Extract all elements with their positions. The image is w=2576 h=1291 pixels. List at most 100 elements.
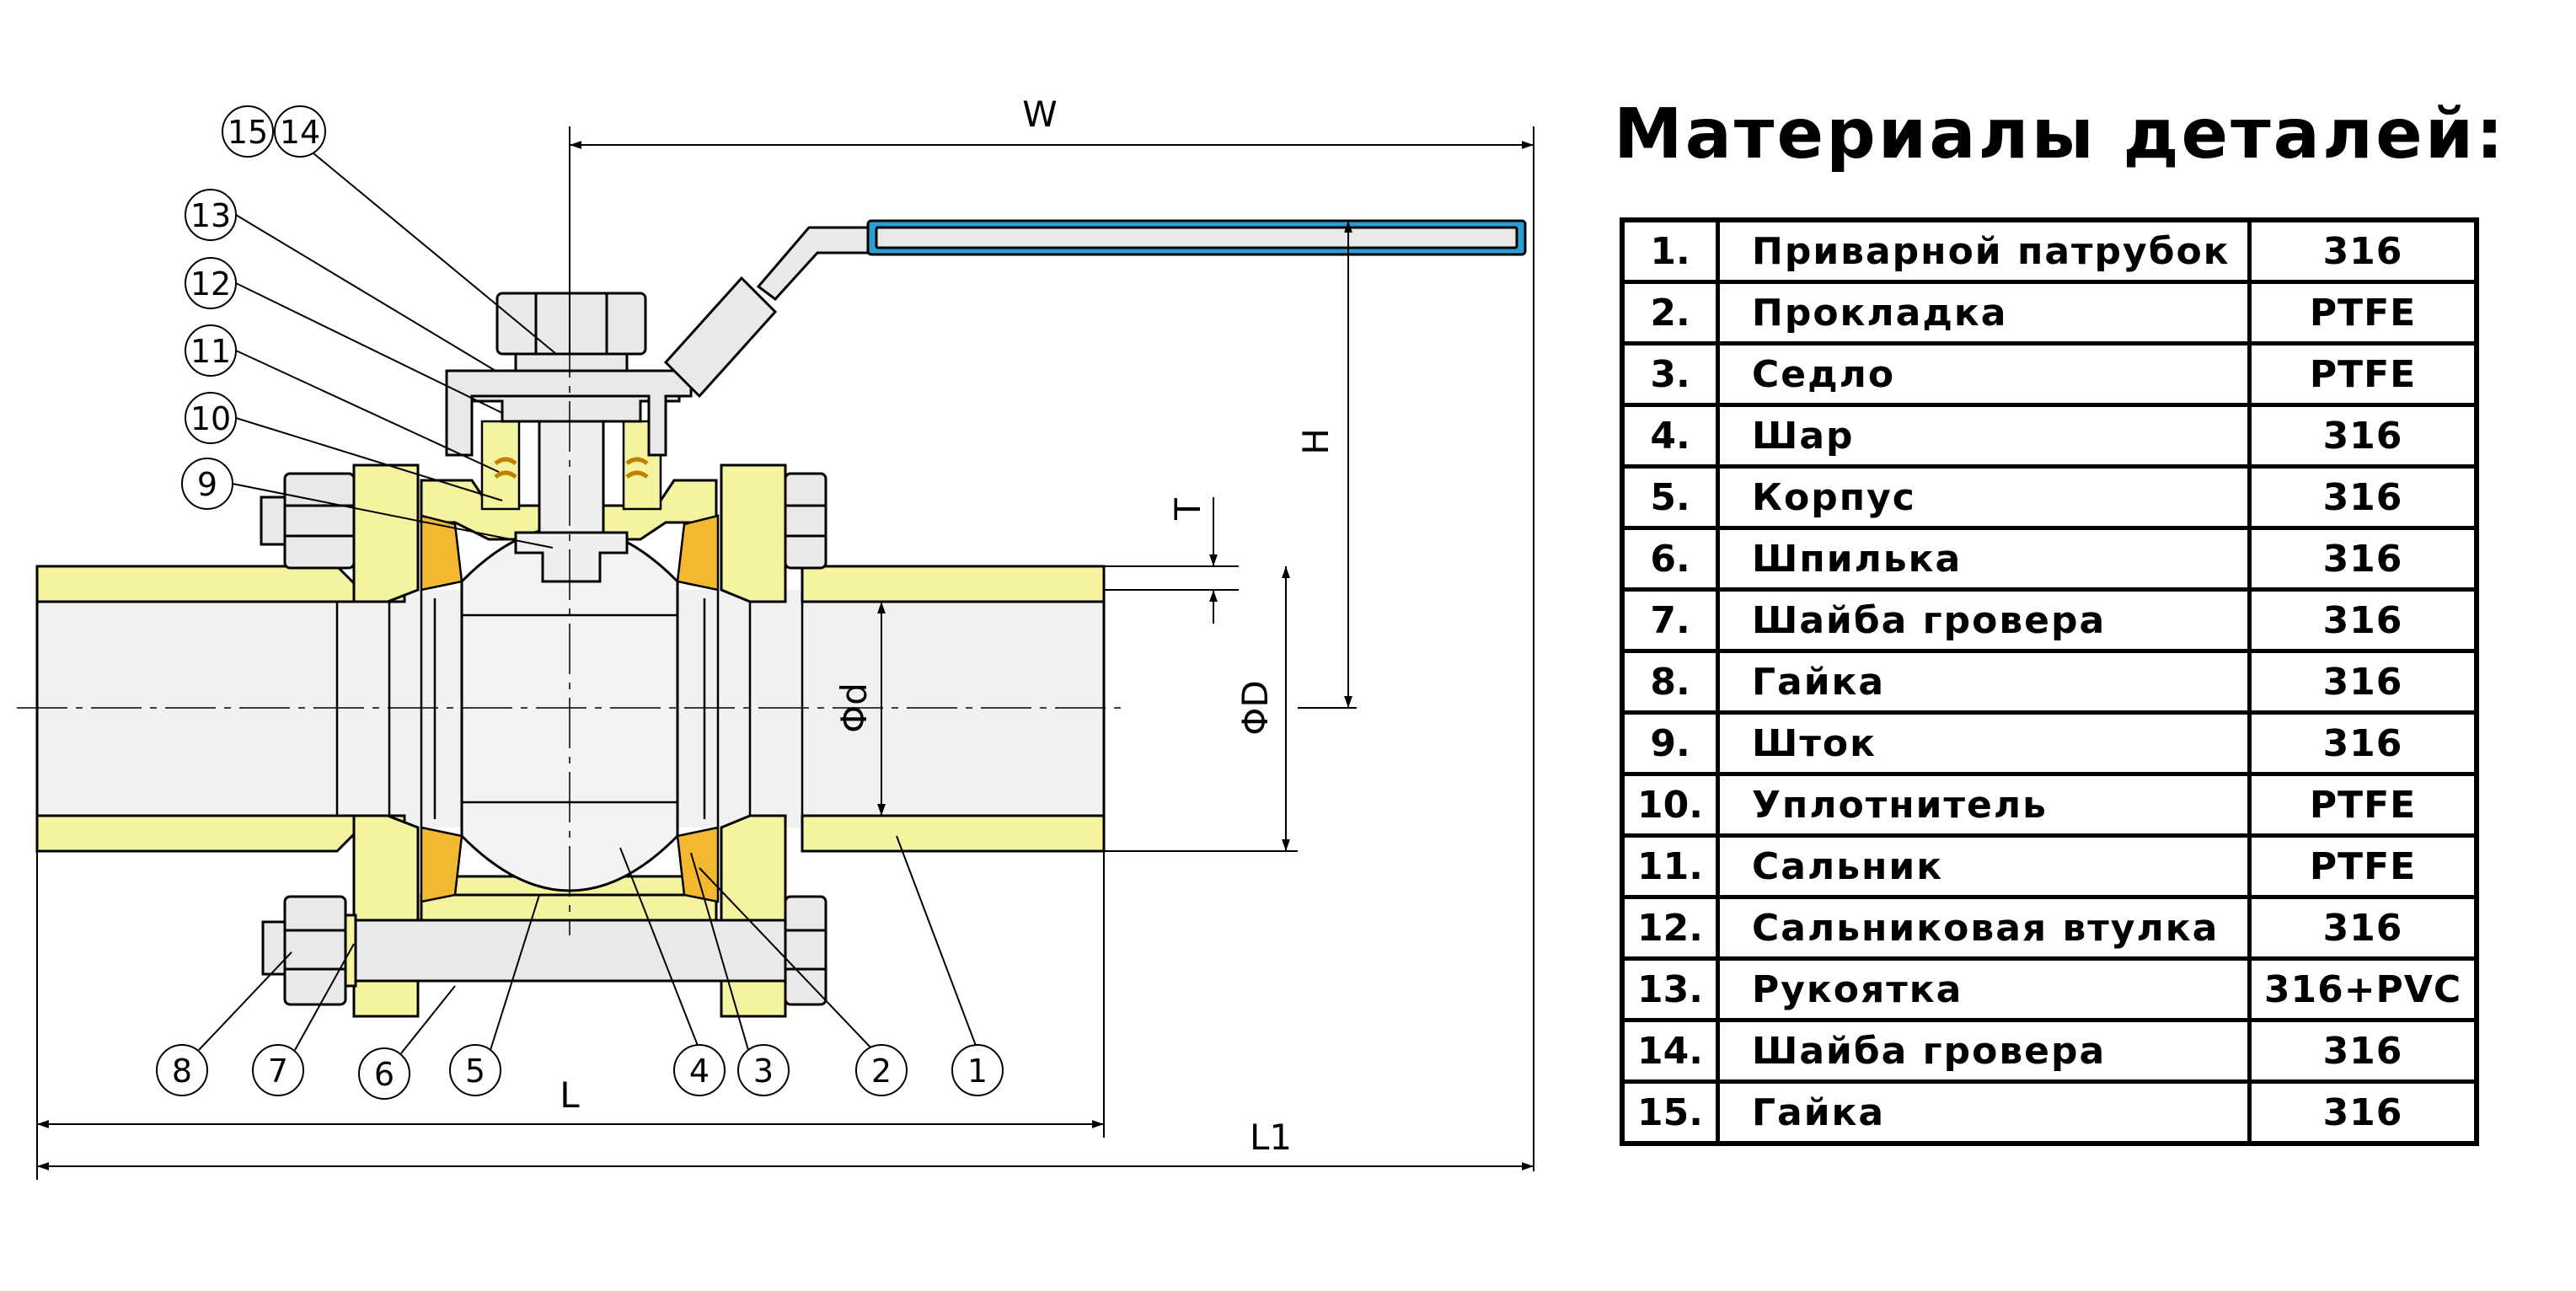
part-material: 316 bbox=[2247, 217, 2479, 284]
svg-text:6: 6 bbox=[374, 1056, 394, 1093]
part-number: 13. bbox=[1620, 956, 1720, 1022]
part-material: PTFE bbox=[2247, 280, 2479, 346]
part-number: 11. bbox=[1620, 833, 1720, 899]
ball-valve-drawing: W H T Φd ΦD L L1 15 14 13 12 11 10 9 8 7… bbox=[17, 94, 1534, 1180]
svg-text:11: 11 bbox=[190, 333, 231, 370]
part-material: PTFE bbox=[2247, 341, 2479, 407]
part-material: 316 bbox=[2247, 1018, 2479, 1084]
part-name: Приварной патрубок bbox=[1716, 217, 2252, 284]
part-name: Корпус bbox=[1716, 464, 2252, 530]
part-number: 10. bbox=[1620, 772, 1720, 838]
part-material: 316 bbox=[2247, 710, 2479, 776]
part-name: Сальниковая втулка bbox=[1716, 895, 2252, 961]
svg-text:9: 9 bbox=[197, 466, 217, 503]
callout-10: 10 bbox=[185, 392, 237, 444]
dim-phi-d-label: Φd bbox=[833, 683, 875, 733]
callouts: 15 14 13 12 11 10 9 8 7 6 5 4 3 2 1 bbox=[156, 105, 1004, 1100]
part-name: Шпилька bbox=[1716, 526, 2252, 592]
part-name: Гайка bbox=[1716, 649, 2252, 715]
callout-14: 14 bbox=[274, 105, 326, 158]
dim-t-label: T bbox=[1167, 498, 1208, 521]
part-material: 316 bbox=[2247, 1079, 2479, 1146]
dimension-lines bbox=[36, 126, 1534, 1180]
part-material: PTFE bbox=[2247, 833, 2479, 899]
callout-8: 8 bbox=[156, 1044, 208, 1096]
leader-lines bbox=[198, 144, 978, 1054]
dim-l-label: L bbox=[560, 1074, 580, 1116]
part-number: 9. bbox=[1620, 710, 1720, 776]
part-material: 316 bbox=[2247, 649, 2479, 715]
part-name: Шайба гровера bbox=[1716, 1018, 2252, 1084]
part-material: 316 bbox=[2247, 895, 2479, 961]
dim-phi-D-label: ΦD bbox=[1234, 680, 1276, 735]
part-number: 7. bbox=[1620, 587, 1720, 653]
callout-12: 12 bbox=[185, 257, 237, 309]
part-name: Гайка bbox=[1716, 1079, 2252, 1146]
callout-15: 15 bbox=[222, 105, 274, 158]
part-number: 4. bbox=[1620, 403, 1720, 469]
svg-text:12: 12 bbox=[190, 265, 231, 303]
svg-text:2: 2 bbox=[871, 1053, 892, 1090]
part-name: Прокладка bbox=[1716, 280, 2252, 346]
part-number: 15. bbox=[1620, 1079, 1720, 1146]
callout-3: 3 bbox=[737, 1044, 790, 1096]
svg-text:3: 3 bbox=[753, 1053, 774, 1090]
materials-title: Материалы деталей: bbox=[1614, 94, 2506, 174]
svg-text:5: 5 bbox=[465, 1053, 485, 1090]
part-name: Рукоятка bbox=[1716, 956, 2252, 1022]
callout-9: 9 bbox=[181, 458, 233, 510]
part-name: Шар bbox=[1716, 403, 2252, 469]
callout-11: 11 bbox=[185, 324, 237, 377]
handle-nut bbox=[495, 292, 647, 372]
dim-w-label: W bbox=[1022, 94, 1058, 135]
part-name: Уплотнитель bbox=[1716, 772, 2252, 838]
part-name: Шайба гровера bbox=[1716, 587, 2252, 653]
part-number: 14. bbox=[1620, 1018, 1720, 1084]
callout-6: 6 bbox=[358, 1047, 410, 1100]
svg-text:7: 7 bbox=[268, 1053, 288, 1090]
callout-4: 4 bbox=[673, 1044, 726, 1096]
part-number: 6. bbox=[1620, 526, 1720, 592]
part-name: Сальник bbox=[1716, 833, 2252, 899]
seats bbox=[420, 514, 720, 903]
callout-5: 5 bbox=[449, 1044, 501, 1096]
part-number: 5. bbox=[1620, 464, 1720, 530]
svg-text:14: 14 bbox=[280, 114, 320, 151]
part-material: 316 bbox=[2247, 526, 2479, 592]
welding-end-right bbox=[801, 565, 1106, 853]
part-number: 1. bbox=[1620, 217, 1720, 284]
svg-text:10: 10 bbox=[190, 400, 231, 437]
handle bbox=[445, 219, 1527, 457]
part-name: Седло bbox=[1716, 341, 2252, 407]
part-material: 316 bbox=[2247, 403, 2479, 469]
callout-1: 1 bbox=[951, 1044, 1004, 1096]
part-material: 316 bbox=[2247, 464, 2479, 530]
part-name: Шток bbox=[1716, 710, 2252, 776]
part-material: 316+PVC bbox=[2247, 956, 2479, 1022]
part-number: 2. bbox=[1620, 280, 1720, 346]
callout-13: 13 bbox=[185, 189, 237, 241]
dimension-labels: W H T Φd ΦD L L1 bbox=[560, 94, 1336, 1158]
svg-text:8: 8 bbox=[172, 1053, 192, 1090]
svg-text:13: 13 bbox=[190, 197, 231, 234]
svg-text:15: 15 bbox=[228, 114, 268, 151]
callout-7: 7 bbox=[252, 1044, 304, 1096]
part-number: 8. bbox=[1620, 649, 1720, 715]
dim-l1-label: L1 bbox=[1250, 1117, 1292, 1158]
part-number: 12. bbox=[1620, 895, 1720, 961]
part-number: 3. bbox=[1620, 341, 1720, 407]
